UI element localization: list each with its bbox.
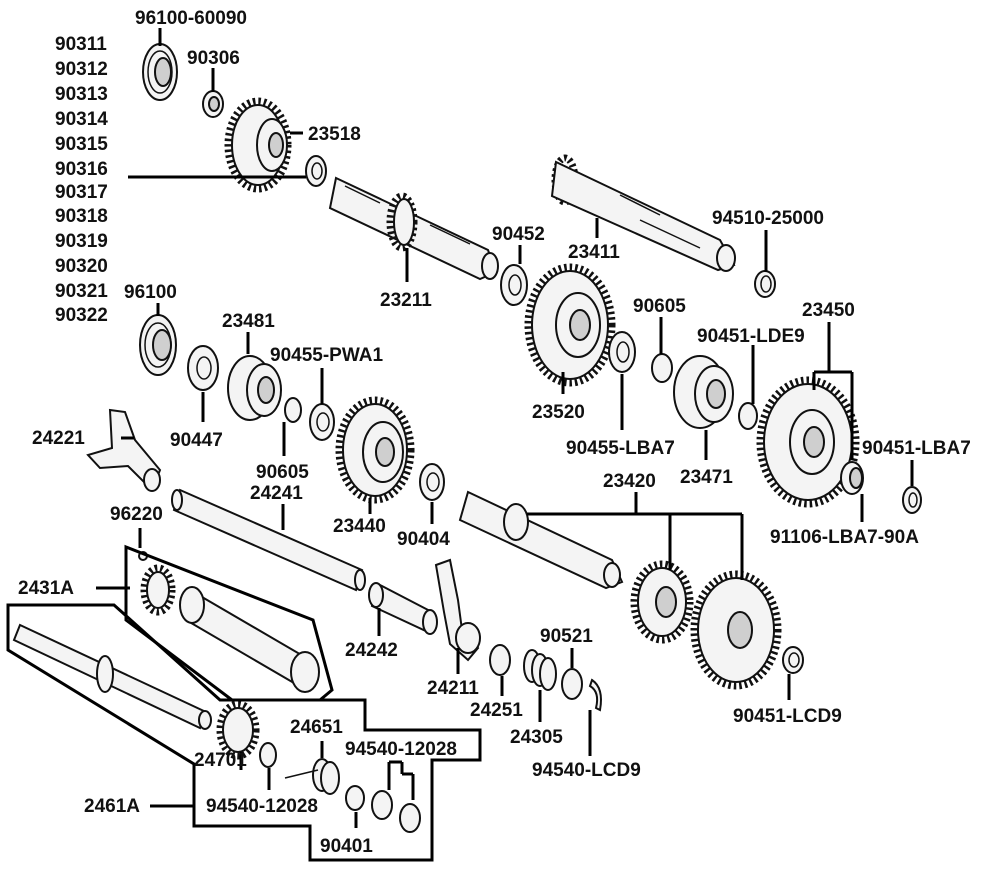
label-90521: 90521 [540,626,593,647]
label-90315: 90315 [55,134,108,155]
label-90404: 90404 [397,529,450,550]
label-24305: 24305 [510,727,563,748]
kick-shaft-2461A [12,623,212,730]
label-24251: 24251 [470,700,523,721]
shaft-23411 [550,154,736,272]
label-23450: 23450 [802,300,855,321]
label-96100-60090: 96100-60090 [135,8,247,29]
washer-90451-LBA7 [902,486,922,514]
fork-24221 [86,408,162,492]
label-24242: 24242 [345,640,398,661]
label-2461A: 2461A [84,796,140,817]
label-24221: 24221 [32,428,85,449]
label-23520: 23520 [532,402,585,423]
label-90320: 90320 [55,256,108,277]
clip-90605-right [651,353,673,383]
rod-24241 [171,488,366,592]
gear-23520 [524,263,616,387]
frame-2461A [6,603,482,862]
label-90313: 90313 [55,84,108,105]
label-90318: 90318 [55,206,108,227]
circlip-94540-LCD9 [588,678,602,712]
label-24651: 24651 [290,717,343,738]
dog-gear-23471 [673,355,734,429]
shaft-23211 [328,176,499,281]
clips-94540-12028-pair [371,790,421,833]
label-90605-top: 90605 [633,296,686,317]
label-90452: 90452 [492,224,545,245]
label-90322: 90322 [55,305,108,326]
shift-drum-2431A [138,551,320,693]
ratchet-24701 [216,700,260,760]
label-90311: 90311 [55,34,107,55]
label-90401: 90401 [320,836,373,857]
label-90314: 90314 [55,109,108,130]
clip-90605-left [284,397,302,423]
label-96220: 96220 [110,504,163,525]
spring-24651 [284,758,340,795]
shaft-23420 [458,490,624,590]
label-90451-LDE9: 90451-LDE9 [697,326,805,347]
washer-90404 [419,463,445,501]
washer-90455-PWA1 [309,403,335,441]
washer-90455-LBA7 [608,331,636,373]
washer-90452 [500,264,528,306]
label-91106-LBA7-90A: 91106-LBA7-90A [770,527,919,548]
label-90455-PWA1: 90455-PWA1 [270,345,383,366]
label-94540-12028-top: 94540-12028 [345,739,457,760]
label-23440: 23440 [333,516,386,537]
label-90321: 90321 [55,281,108,302]
circlip-94510-25000 [754,270,776,298]
label-23420: 23420 [603,471,656,492]
label-94540-12028: 94540-12028 [206,796,318,817]
label-96100: 96100 [124,282,177,303]
part-labels: 96100-60090 90311 90312 90313 90314 9031… [18,8,971,857]
gear-23450 [756,376,860,508]
gear-23440 [335,396,415,504]
fork-24211 [434,558,481,662]
washer-90311 [305,155,327,187]
label-23211: 23211 [380,290,432,311]
dog-gear-23481 [227,355,282,421]
label-90447: 90447 [170,430,223,451]
label-90451-LBA7: 90451-LBA7 [862,438,971,459]
label-90317: 90317 [55,182,108,203]
bearing-96100-60090 [142,43,178,101]
label-24211: 24211 [427,678,479,699]
collar-90306 [202,90,224,118]
label-94540-LCD9: 94540-LCD9 [532,760,641,781]
label-90306: 90306 [187,48,240,69]
gear-23518 [224,97,292,193]
gear-23420-large [690,570,782,690]
washer-90451-LDE9 [738,402,758,430]
label-90316: 90316 [55,159,108,180]
label-2431A: 2431A [18,578,74,599]
pin-24251 [489,644,511,676]
label-94510-25000: 94510-25000 [712,208,824,229]
leader-lines [96,28,914,828]
spring-24305 [523,649,557,691]
washer-90447 [187,345,219,391]
label-90605: 90605 [256,462,309,483]
label-23518: 23518 [308,124,361,145]
gear-23420-small [630,560,694,644]
bearing-96100 [139,314,177,376]
label-90455-LBA7: 90455-LBA7 [566,438,675,459]
label-24241: 24241 [250,483,303,504]
washer-90401 [345,785,365,811]
bush-91106-LBA7-90A [840,461,864,495]
washer-90451-LCD9 [782,646,804,674]
label-23481: 23481 [222,311,275,332]
collar-24242 [368,582,438,635]
label-23411: 23411 [568,242,620,263]
label-90451-LCD9: 90451-LCD9 [733,706,842,727]
clip-94540-12028-left [259,742,277,768]
label-90312: 90312 [55,59,108,80]
label-24701: 24701 [194,750,247,771]
label-90319: 90319 [55,231,108,252]
label-23471: 23471 [680,467,733,488]
washer-90521 [561,668,583,700]
